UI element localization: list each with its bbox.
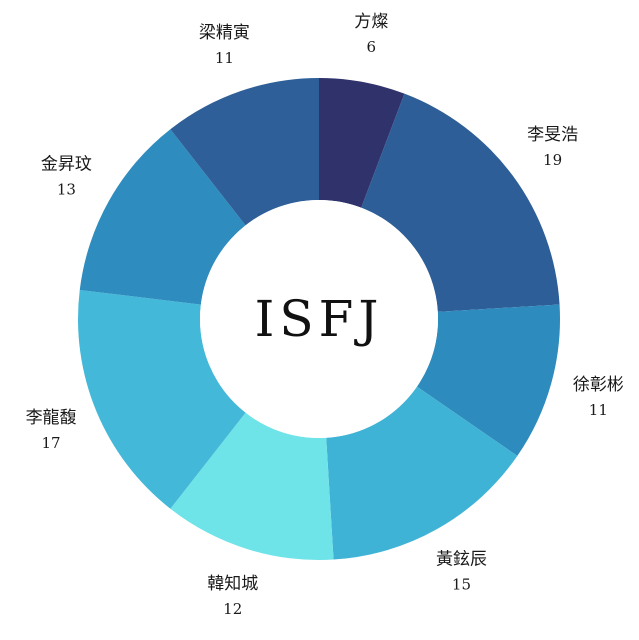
chart-slices [77, 78, 560, 560]
pie-slice [326, 386, 518, 560]
pie-slice [170, 78, 319, 226]
pie-slice [77, 289, 246, 509]
slice-label-value: 13 [57, 181, 76, 199]
slice-label-name: 金昇玟 [41, 155, 92, 175]
pie-slice [79, 129, 246, 305]
slice-label-name: 徐彰彬 [573, 375, 624, 395]
center-label: ISFJ [255, 290, 384, 348]
slice-label-name: 韓知城 [207, 574, 258, 594]
pie-slice [416, 304, 560, 456]
pie-slice [319, 78, 405, 208]
pie-slice [170, 412, 334, 560]
slice-label-name: 黃鉉辰 [436, 550, 487, 570]
slice-label-value: 11 [589, 401, 608, 419]
donut-hole [200, 200, 438, 438]
slice-label-value: 17 [42, 434, 61, 452]
chart-labels: 方燦 6 李旻浩 19 徐彰彬 11 黃鉉辰 15 韓知城 12 李龍馥 17 金昇玟 13 梁精寅 11 [26, 12, 624, 618]
slice-label-value: 11 [215, 49, 234, 67]
slice-label-name: 李旻浩 [527, 125, 578, 145]
slice-label-name: 李龍馥 [26, 408, 77, 428]
slice-label-name: 方燦 [354, 12, 388, 32]
slice-label-name: 梁精寅 [199, 23, 250, 43]
slice-label-value: 6 [367, 38, 377, 56]
pie-slice [361, 93, 560, 312]
slice-label-value: 15 [452, 576, 471, 594]
slice-label-value: 12 [223, 600, 242, 618]
slice-label-value: 19 [543, 151, 562, 169]
